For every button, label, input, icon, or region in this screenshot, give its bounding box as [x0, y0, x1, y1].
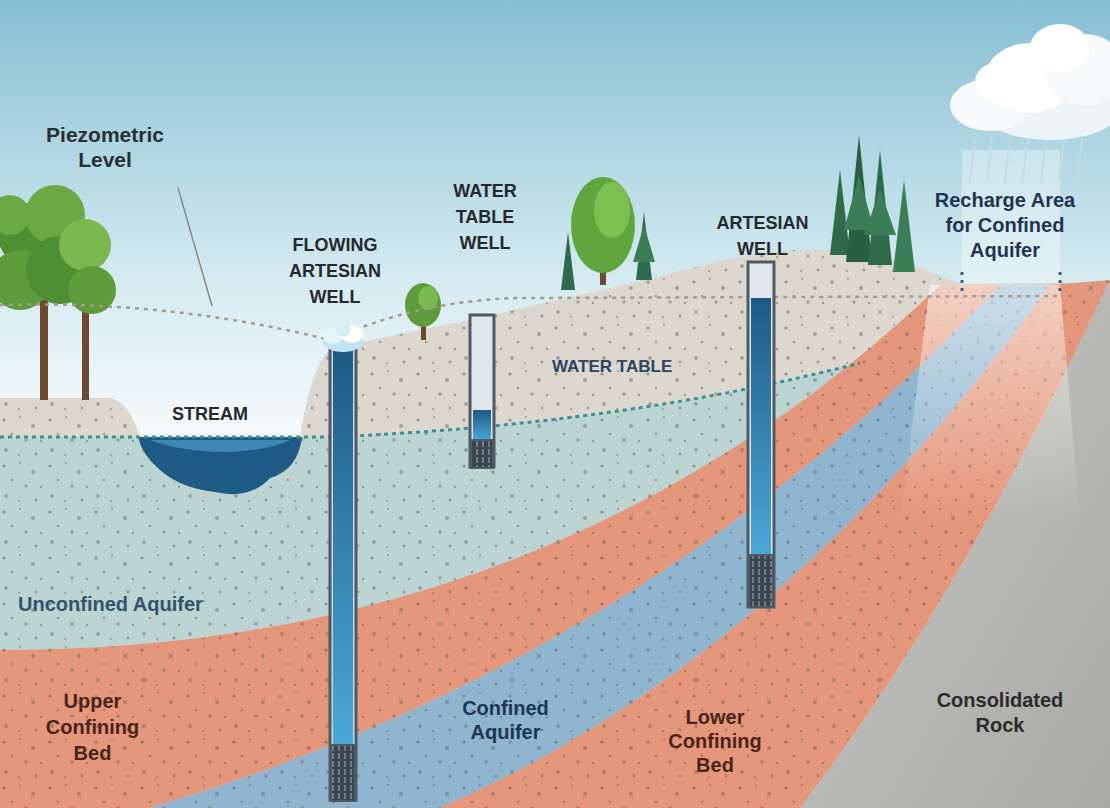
flowing-artesian-well-part	[335, 323, 351, 337]
line-label: WATER TABLE	[552, 356, 672, 377]
flowing-artesian-well-part	[330, 345, 356, 800]
stream-part	[150, 440, 290, 452]
rain-cloud-part-part	[1041, 140, 1046, 182]
artesian-well-part	[749, 555, 773, 607]
rain-cloud-part	[1030, 24, 1090, 72]
trees	[0, 135, 915, 400]
area-label: Recharge Area for Confined Aquifer	[925, 188, 1085, 263]
recharge-boundary-part	[961, 272, 964, 292]
water-table-well	[470, 315, 494, 468]
artesian-well	[748, 262, 774, 607]
feature-label: STREAM	[172, 403, 248, 425]
well-label: ARTESIAN WELL	[705, 210, 820, 262]
rain-cloud-part-part	[987, 135, 992, 180]
rain-cloud-part-part	[1077, 140, 1082, 182]
ground-layers-part	[800, 280, 1110, 808]
trees-part	[561, 232, 575, 290]
layer-label: Lower Confining Bed	[655, 705, 775, 777]
flowing-artesian-well-part	[333, 348, 353, 745]
water-table-well-part	[471, 440, 493, 468]
trees-part	[0, 195, 30, 235]
trees-part	[405, 283, 441, 327]
piezometric-line	[0, 188, 1060, 340]
piezometric-line-part	[0, 296, 1060, 340]
well-label: FLOWING ARTESIAN WELL	[270, 232, 400, 310]
trees-part	[59, 219, 111, 271]
layer-label: Confined Aquifer	[448, 696, 563, 744]
water-table-line-part	[0, 363, 860, 437]
piezometric-line-part	[178, 188, 212, 306]
recharge-boundary-part	[1059, 272, 1062, 292]
rain-cloud-part	[975, 62, 1025, 102]
artesian-well-part	[748, 262, 774, 607]
trees-part	[82, 310, 89, 400]
trees-part	[830, 170, 850, 255]
well-label: WATER TABLE WELL	[440, 178, 530, 256]
stream	[138, 437, 302, 494]
artesian-well-part	[751, 298, 771, 555]
layer-label: Consolidated Rock	[925, 688, 1075, 738]
trees-part	[633, 225, 655, 262]
callout-label: Piezometric Level	[30, 122, 180, 172]
trees-part	[594, 182, 630, 238]
water-table-line	[0, 363, 860, 437]
recharge-boundary	[962, 272, 1060, 292]
trees-part	[893, 180, 915, 272]
rain-cloud-part	[970, 135, 1082, 183]
ground-layers-part	[900, 285, 1080, 520]
rain-cloud-part-part	[1005, 140, 1010, 183]
trees-part	[571, 177, 635, 273]
water-table-well-part	[473, 410, 491, 440]
layer-label: Upper Confining Bed	[30, 688, 155, 766]
flowing-artesian-well	[323, 323, 363, 801]
water-table-well-part	[470, 315, 494, 467]
rain-cloud-part-part	[1023, 135, 1028, 180]
flowing-artesian-well-part	[331, 745, 355, 801]
trees-part	[864, 190, 896, 235]
ground-layers-part	[0, 249, 1110, 808]
ground-layers-part	[0, 249, 1110, 808]
layer-label: Unconfined Aquifer	[18, 592, 203, 616]
trees-part	[40, 300, 48, 400]
stream-part	[138, 437, 302, 494]
rain-cloud-part-part	[970, 140, 975, 182]
rain-cloud-part-part	[1059, 138, 1064, 180]
ground-layers	[0, 249, 1110, 808]
